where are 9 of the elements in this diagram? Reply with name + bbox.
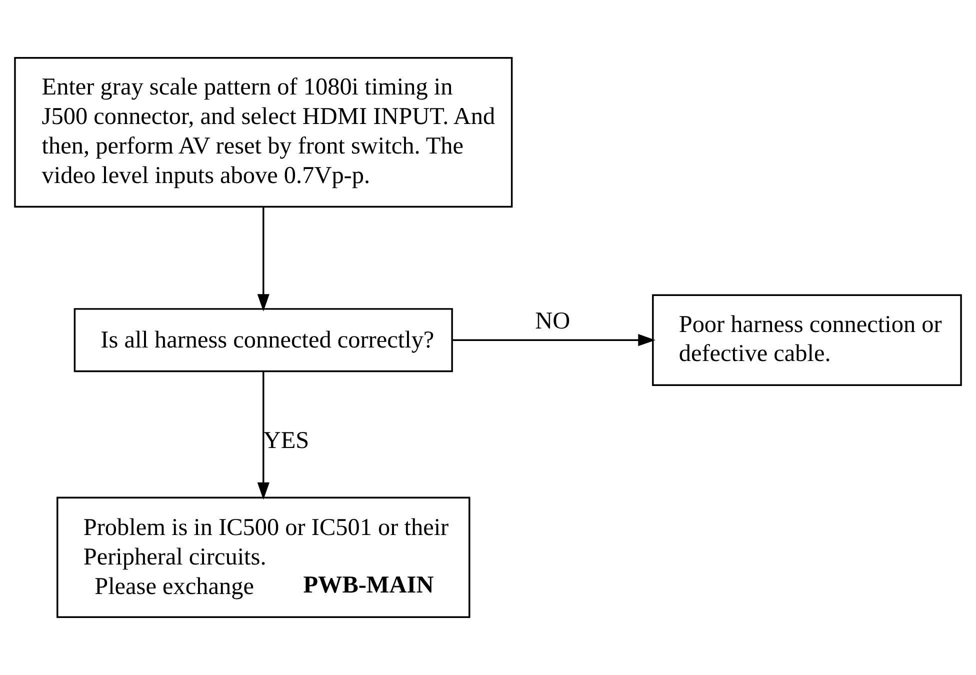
arrow xyxy=(452,334,656,346)
node-box: Is all harness connected correctly? xyxy=(74,308,453,372)
edge-label: NO xyxy=(535,307,570,334)
arrow xyxy=(257,372,270,500)
node-box: Enter gray scale pattern of 1080i timing in J500 connector, and select HDMI INPUT. And then, perform AV reset by front switch. The video level inputs above 0.7Vp-p. xyxy=(14,57,513,208)
node-box: Poor harness connection or defective cable. xyxy=(652,294,962,386)
arrow xyxy=(257,207,270,312)
edge-label: YES xyxy=(263,426,310,454)
node-box: Problem is in IC500 or IC501 or their Peripheral circuits. Please exchange PWB-MAIN xyxy=(56,496,470,618)
